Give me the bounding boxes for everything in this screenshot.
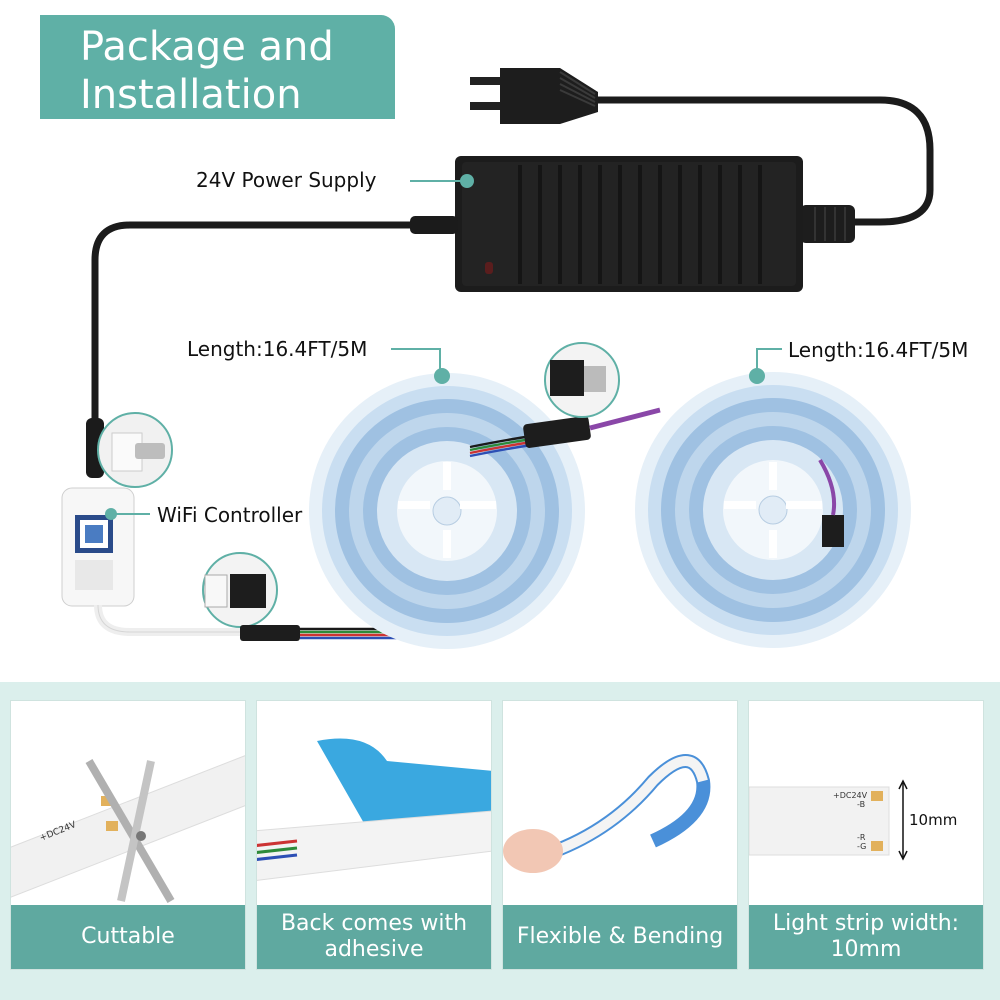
dc-jack-zoom-icon [97,412,173,488]
wifi-controller-label: WiFi Controller [157,503,303,527]
wifi-controller-icon [61,487,150,607]
length-label-right: Length:16.4FT/5M [788,338,969,362]
feature-panel-cuttable: +DC24V Cuttable [10,700,246,970]
strip-mark-r: -R [857,833,866,842]
title-line-2: Installation [80,72,302,118]
rgb-connector-zoom-icon-2 [544,342,620,418]
led-reel-right-icon [635,348,911,648]
adhesive-backing-icon [257,738,491,881]
feature-panel-flexible: Flexible & Bending [502,700,738,970]
power-supply-label: 24V Power Supply [196,168,377,192]
rgb-connector-zoom-icon [202,552,278,628]
title-line-1: Package and [80,24,334,70]
strip-width-value: 10mm [909,811,957,829]
strip-width-icon: +DC24V -B -R -G 10mm [749,779,957,861]
power-supply-icon [455,156,803,292]
strip-mark-b: -B [857,800,865,809]
feature-caption-cuttable: Cuttable [11,905,245,969]
title-badge: Package and Installation [40,15,395,119]
features-section: +DC24V Cuttable Back comes with adhesive… [0,682,1000,1000]
strip-mark-g: -G [857,842,866,851]
ac-connector-icon [800,205,855,243]
feature-panel-adhesive: Back comes with adhesive [256,700,492,970]
feature-caption-width: Light strip width: 10mm [749,905,983,969]
feature-caption-adhesive: Back comes with adhesive [257,905,491,969]
us-plug-icon [470,68,598,124]
scissors-cutting-strip-icon: +DC24V [11,755,245,904]
feature-panel-width: +DC24V -B -R -G 10mm Light strip width: … [748,700,984,970]
feature-caption-flexible: Flexible & Bending [503,905,737,969]
led-reel-left-icon [309,348,585,649]
package-diagram [61,68,934,649]
strip-mark-dc24v-2: +DC24V [833,791,868,800]
length-label-left: Length:16.4FT/5M [187,337,368,361]
bending-strip-icon [503,754,711,873]
